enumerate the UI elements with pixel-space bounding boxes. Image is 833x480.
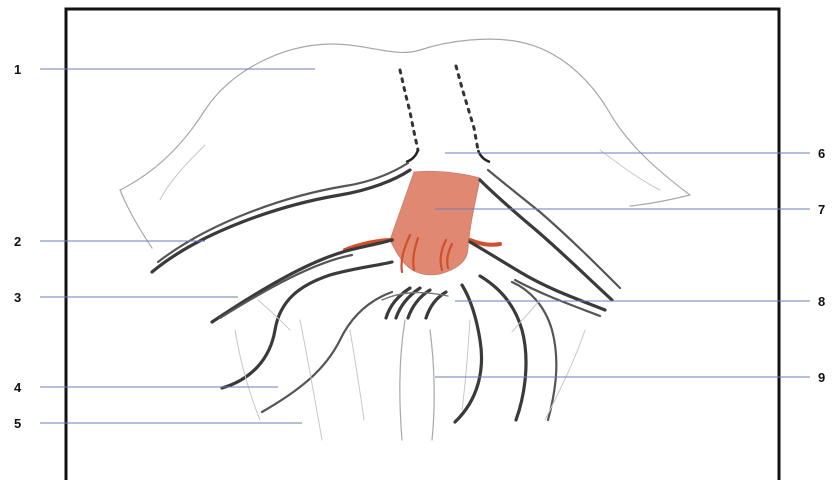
highlight-region [390,171,480,275]
label-6: 6 [818,146,825,161]
label-3: 3 [14,290,21,305]
label-7: 7 [818,202,825,217]
left-labels: 1 2 3 4 5 [14,62,22,431]
label-1: 1 [14,62,21,77]
label-4: 4 [14,380,22,395]
right-labels: 6 7 8 9 [818,146,825,385]
label-9: 9 [818,370,825,385]
label-8: 8 [818,294,825,309]
dotted-midline [400,66,490,162]
label-5: 5 [14,416,21,431]
label-2: 2 [14,234,21,249]
lower-structures [235,300,585,440]
